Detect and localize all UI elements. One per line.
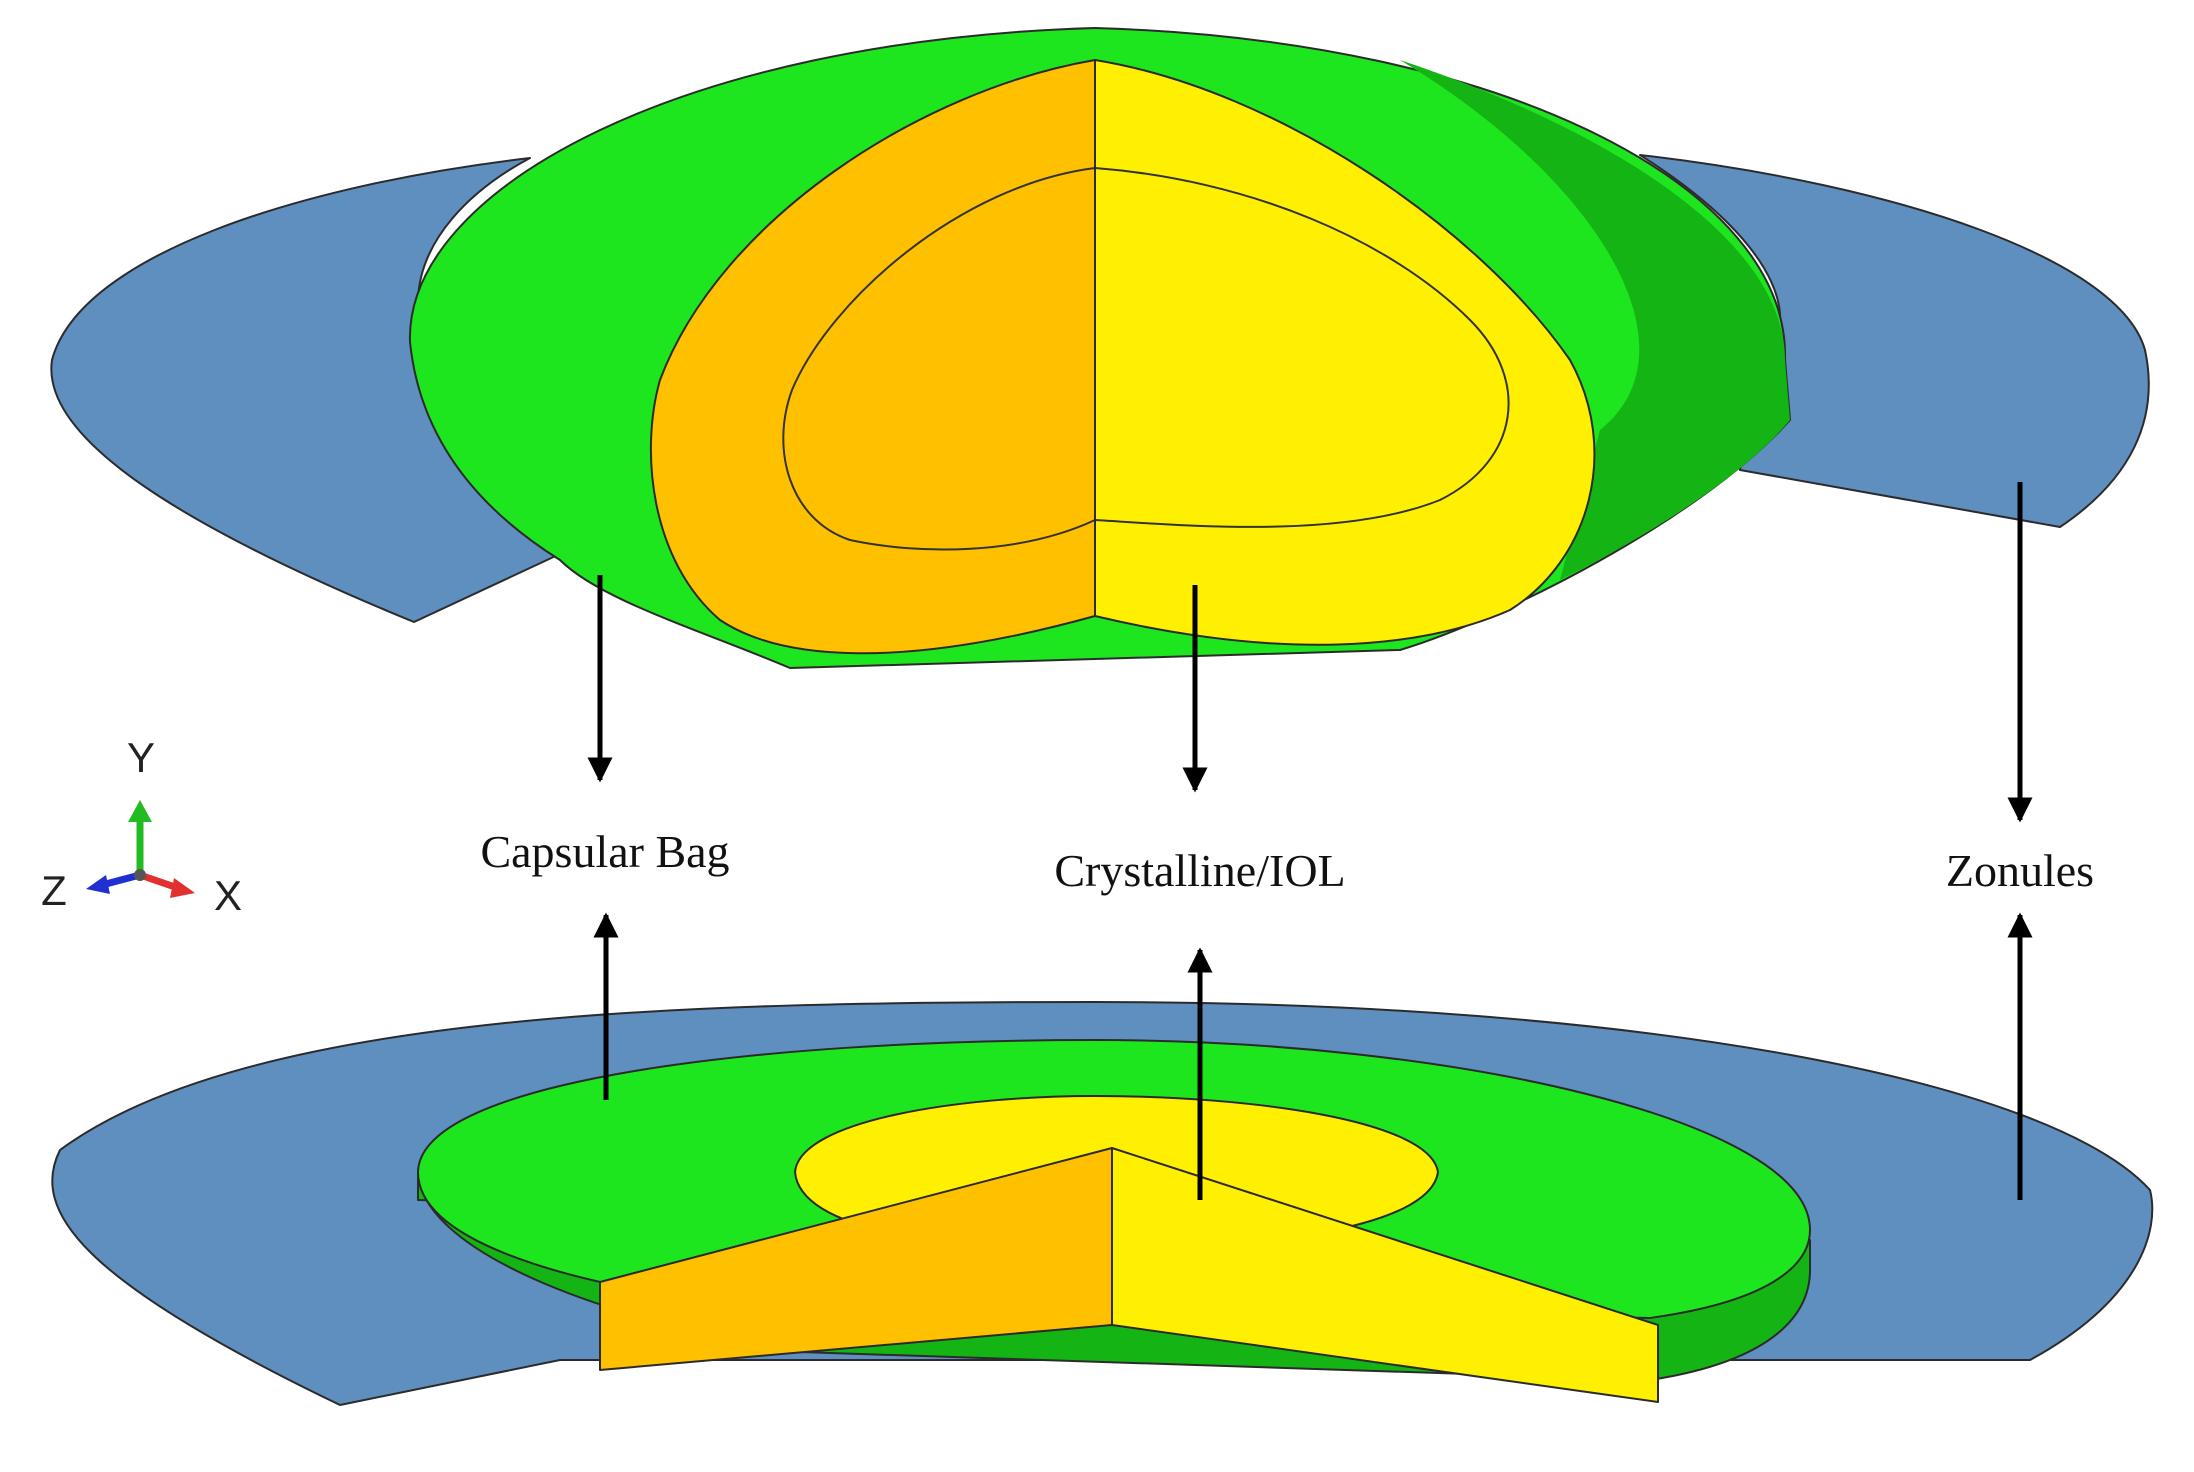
axis-origin	[134, 869, 146, 881]
axis-y-arrowhead-icon	[128, 800, 152, 822]
axis-z-label: Z	[41, 867, 67, 914]
top-lens-right-half	[1094, 59, 1596, 646]
axis-y-label: Y	[127, 734, 155, 781]
axis-z-arrowhead-icon	[86, 875, 110, 894]
callout-arrows	[587, 482, 2033, 1200]
label-crystalline-iol: Crystalline/IOL	[1054, 845, 1345, 896]
axis-triad: Y Z X	[41, 734, 242, 919]
axis-x-line	[138, 871, 180, 892]
top-nucleus-outline	[782, 166, 1510, 551]
axis-z-line	[101, 871, 141, 889]
top-lens-left-half	[649, 59, 1096, 655]
axis-x-label: X	[214, 872, 242, 919]
label-capsular-bag: Capsular Bag	[480, 826, 729, 877]
top-capsular-bag-shade	[1400, 60, 1790, 580]
axis-x-arrowhead-icon	[170, 878, 195, 898]
top-lens-model	[50, 27, 2150, 669]
bottom-iol-model	[51, 1001, 2154, 1406]
label-zonules: Zonules	[1946, 845, 2094, 896]
